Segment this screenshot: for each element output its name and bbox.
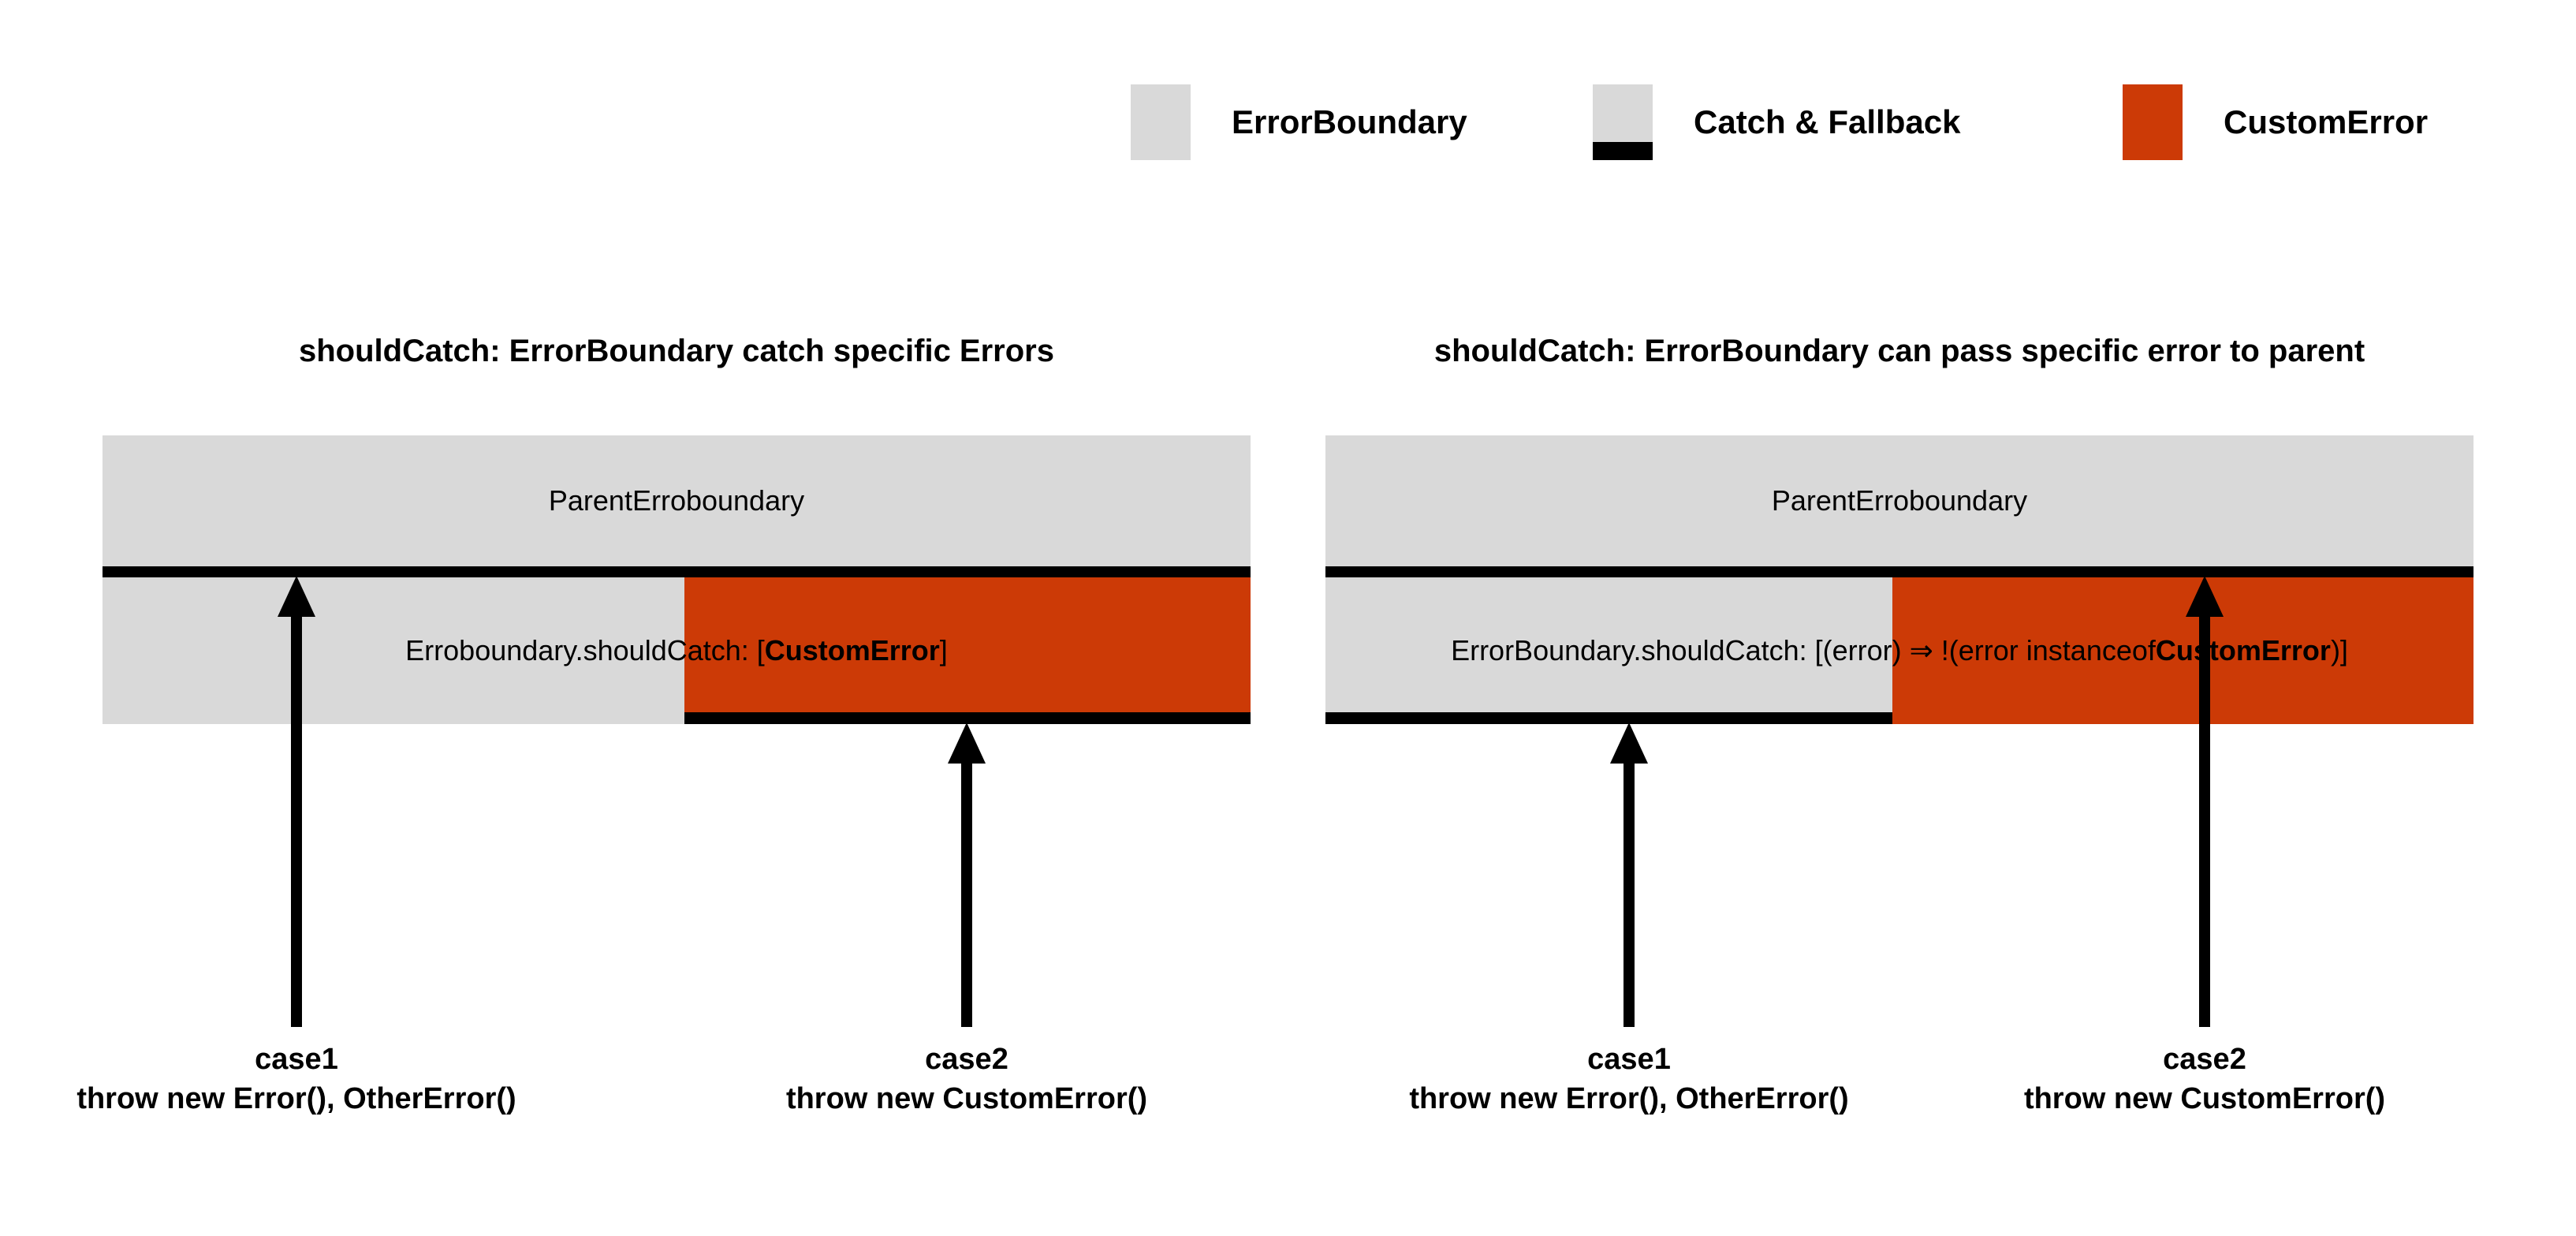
diagram-right-title: shouldCatch: ErrorBoundary can pass spec… xyxy=(1433,334,2365,368)
diagram-right-parent-catch-bar xyxy=(1325,566,2473,577)
diagram-left-parent-errorboundary: ParentErroboundary xyxy=(103,435,1251,566)
diagram-right-case1-caption: case1 throw new Error(), OtherError() xyxy=(1409,1040,1848,1118)
diagram-left-parent-catch-bar xyxy=(103,566,1251,577)
gray-square-with-black-bottom-bar-swatch-icon xyxy=(1593,84,1653,160)
diagram-left-case2-caption-line1: case2 xyxy=(925,1043,1008,1076)
legend-label-customerror: CustomError xyxy=(2224,103,2429,140)
diagram-right-child-segment-orange xyxy=(1892,577,2473,724)
diagram-left-case2-caption-line2: throw new CustomError() xyxy=(785,1082,1148,1116)
legend-label-catch-fallback: Catch & Fallback xyxy=(1694,103,1961,140)
gray-square-swatch-icon xyxy=(1131,84,1191,160)
diagram-right-case2-caption-line1: case2 xyxy=(2163,1043,2246,1076)
legend-label-errorboundary: ErrorBoundary xyxy=(1232,103,1467,140)
diagram-right-parent-errorboundary: ParentErroboundary xyxy=(1325,435,2473,566)
diagram-left-case1-caption: case1 throw new Error(), OtherError() xyxy=(76,1040,516,1118)
legend: ErrorBoundary Catch & Fallback CustomErr… xyxy=(1131,79,2487,166)
diagram-left-case1-arrow xyxy=(278,576,315,1027)
diagram-left-child-segment-gray xyxy=(103,577,684,724)
diagram-right-case2-caption-line2: throw new CustomError() xyxy=(2023,1082,2386,1116)
diagram-left-case1-caption-line1: case1 xyxy=(255,1043,338,1076)
diagram-left-case2-arrow xyxy=(948,723,986,1027)
diagram-left-title: shouldCatch: ErrorBoundary catch specifi… xyxy=(298,334,1054,368)
diagram-right-child-row: ErrorBoundary.shouldCatch: [(error) ⇒ !(… xyxy=(1325,577,2473,724)
legend-item-catch-fallback: Catch & Fallback xyxy=(1593,79,1960,166)
diagram-right-case1-caption-line1: case1 xyxy=(1587,1043,1671,1076)
diagram-right-case1-arrow xyxy=(1610,723,1648,1027)
legend-item-errorboundary: ErrorBoundary xyxy=(1131,79,1467,166)
diagram-left-parent-label: ParentErroboundary xyxy=(548,484,805,517)
diagram-left-child-row: Erroboundary.shouldCatch: [CustomError] xyxy=(103,577,1251,724)
orange-square-swatch-icon xyxy=(2123,84,2183,160)
diagram-right-case1-caption-line2: throw new Error(), OtherError() xyxy=(1409,1082,1849,1116)
diagram-left-boundary-stack: ParentErroboundary Erroboundary.shouldCa… xyxy=(103,435,1251,724)
diagram-right-child-segment-gray xyxy=(1325,577,1892,724)
diagram-right-case2-arrow xyxy=(2186,576,2224,1027)
diagram-right-parent-label: ParentErroboundary xyxy=(1771,484,2028,517)
diagram-right-boundary-stack: ParentErroboundary ErrorBoundary.shouldC… xyxy=(1325,435,2473,724)
diagram-right-case2-caption: case2 throw new CustomError() xyxy=(2024,1040,2385,1118)
legend-item-customerror: CustomError xyxy=(2123,79,2428,166)
diagram-left-child-segment-orange xyxy=(684,577,1251,724)
diagram-left-case1-caption-line2: throw new Error(), OtherError() xyxy=(76,1082,516,1116)
diagram-left-case2-caption: case2 throw new CustomError() xyxy=(786,1040,1147,1118)
